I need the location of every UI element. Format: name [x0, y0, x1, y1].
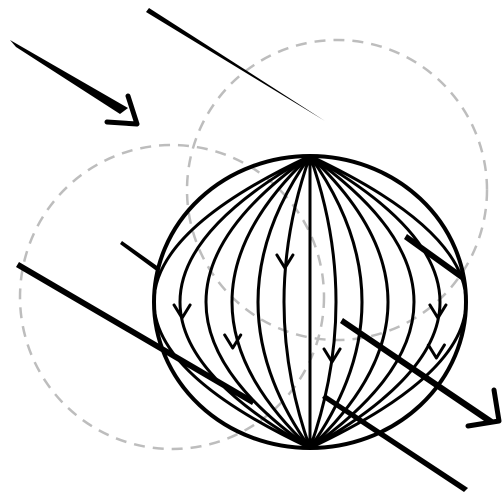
streamline-top-left: [10, 40, 128, 114]
streamline-left-short: [120, 241, 160, 272]
sphere: [154, 156, 466, 448]
meridian-line: [284, 156, 310, 448]
meridian-arrowhead-icon: [174, 305, 190, 318]
meridian-arrowhead-icon: [428, 345, 444, 358]
streamline-top-middle: [146, 8, 325, 121]
meridian-arrowhead-icon: [430, 305, 446, 318]
